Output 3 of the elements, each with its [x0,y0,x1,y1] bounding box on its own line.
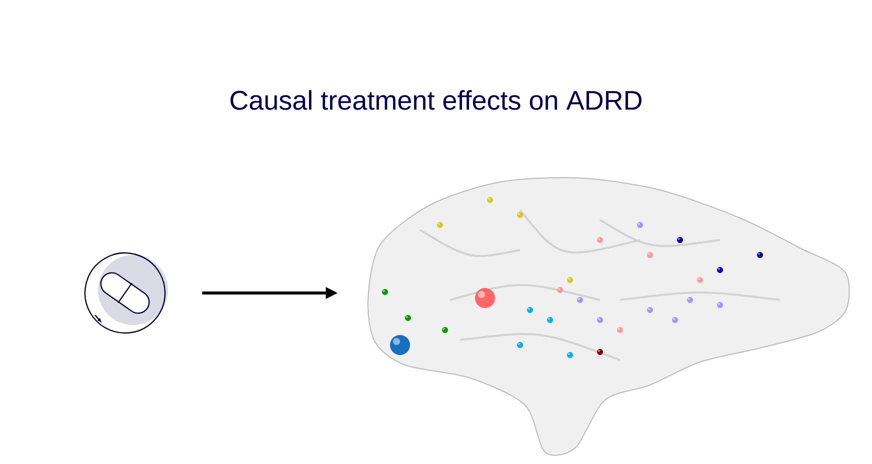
brain-drawing [367,177,850,456]
title: Causal treatment effects on ADRD [230,90,642,110]
pill-icon [84,252,168,334]
